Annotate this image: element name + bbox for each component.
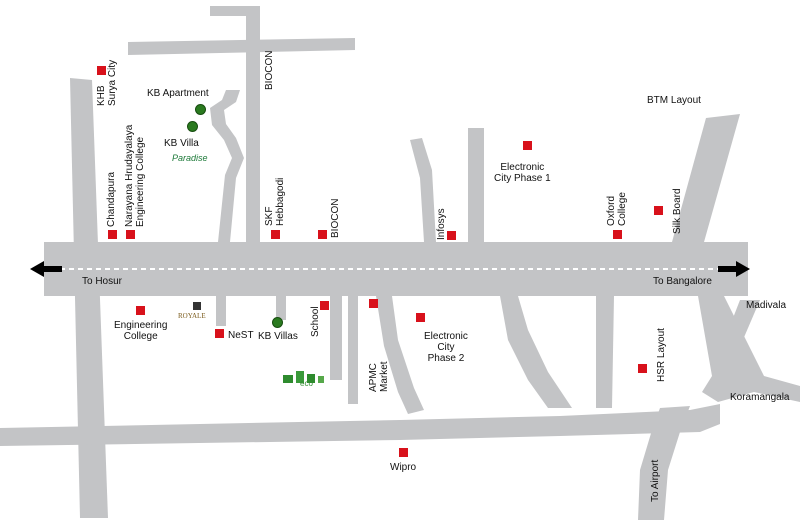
marker-infosys [447, 231, 456, 240]
road-apmc [348, 296, 358, 404]
label-kb-apartment: KB Apartment [147, 88, 209, 99]
road-biocon-top-stub [210, 6, 260, 16]
label-silk: Silk Board [672, 188, 683, 234]
label-kb-villas: KB Villas [258, 331, 298, 342]
road-airport [638, 406, 690, 520]
road-nest-stub [216, 296, 226, 326]
road-kb-winding [210, 90, 244, 242]
marker-thick [369, 299, 378, 308]
road-left-vertical [70, 78, 108, 518]
tree-kb-apartment-icon [195, 104, 206, 115]
marker-narayana [126, 230, 135, 239]
road-madivala [712, 300, 760, 372]
label-wipro: Wipro [390, 462, 417, 473]
label-hsr: HSR Layout [656, 328, 667, 382]
road-apmc-curve [376, 296, 424, 414]
marker-wipro [399, 448, 408, 457]
arrow-left [30, 261, 62, 277]
road-hsr [596, 296, 614, 408]
road-biocon-vertical [246, 10, 260, 242]
label-biocon-top: BIOCON [264, 50, 275, 90]
label-royale: ROYALE [178, 312, 206, 320]
marker-eng-college [136, 306, 145, 315]
marker-ec1 [523, 141, 532, 150]
label-eco: eco [300, 379, 313, 388]
marker-silk [654, 206, 663, 215]
road-lower-long [0, 404, 720, 446]
label-koramangala: Koramangala [730, 392, 790, 403]
label-school: School [310, 306, 321, 337]
road-phase2-curve [500, 296, 572, 408]
marker-ec2 [416, 313, 425, 322]
marker-skf [271, 230, 280, 239]
label-to-hosur: To Hosur [82, 276, 123, 287]
marker-nest [215, 329, 224, 338]
marker-biocon [318, 230, 327, 239]
royale-logo-icon [193, 302, 201, 310]
marker-chandapura [108, 230, 117, 239]
road-btm-diagonal [672, 114, 740, 242]
label-nest: NeST [228, 330, 254, 341]
label-biocon-mid: BIOCON [330, 198, 341, 238]
marker-oxford [613, 230, 622, 239]
label-eng-college: Engineering College [114, 320, 168, 342]
arrow-right [718, 261, 750, 277]
label-btm: BTM Layout [647, 95, 701, 106]
label-infosys: Infosys [436, 208, 447, 240]
label-narayana: Narayana Hrudayalaya Engineering College [124, 124, 146, 227]
label-paradise: Paradise [172, 153, 208, 163]
label-ec1: Electronic City Phase 1 [494, 162, 551, 184]
label-airport: To Airport [650, 459, 661, 502]
road-kbvillas-stub [276, 296, 286, 320]
tree-kb-villas-icon [272, 317, 283, 328]
road-top-horizontal [128, 38, 355, 55]
marker-hsr [638, 364, 647, 373]
road-koramangala [698, 296, 800, 402]
marker-khb [97, 66, 106, 75]
label-skf: SKF Hebbagodi [264, 177, 286, 226]
road-ec1-vertical [468, 128, 484, 244]
label-madivala: Madivala [746, 300, 787, 311]
road-infosys-curve [410, 138, 436, 242]
road-school [330, 296, 342, 380]
label-apmc: APMC Market [368, 361, 390, 392]
label-khb: KHB Surya City [96, 59, 118, 106]
label-ec2: Electronic City Phase 2 [424, 331, 468, 364]
label-kb-villa: KB Villa [164, 138, 199, 149]
label-to-bangalore: To Bangalore [653, 276, 712, 287]
tree-kb-villa-icon [187, 121, 198, 132]
eco-project-icon [283, 371, 324, 383]
marker-school [320, 301, 329, 310]
label-oxford: Oxford College [606, 192, 628, 226]
label-chandapura: Chandapura [106, 171, 117, 227]
